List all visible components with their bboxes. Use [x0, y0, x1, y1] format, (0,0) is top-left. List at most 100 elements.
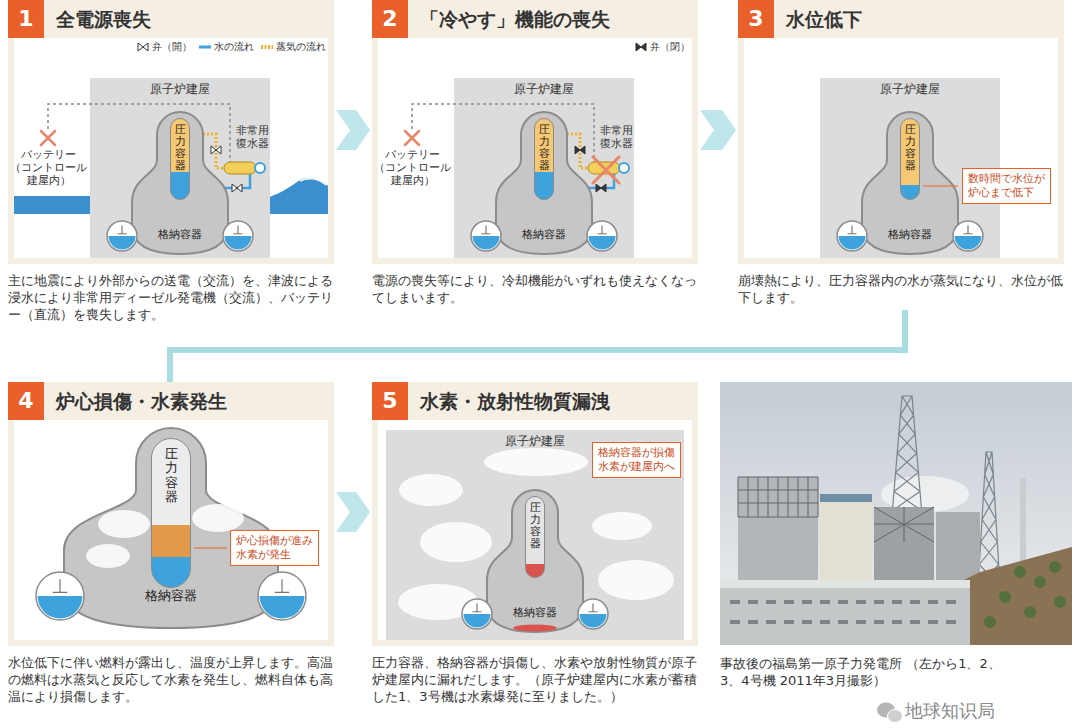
illustration-ground — [744, 38, 1058, 258]
valve-symbol — [232, 184, 242, 192]
legend-item: 水の流れ — [198, 41, 254, 53]
pool-water — [955, 236, 982, 249]
pressure-vessel: 圧力容器 — [151, 438, 191, 588]
containment-label: 格納容器 — [496, 228, 592, 242]
windows — [730, 602, 956, 622]
flow-connector — [336, 110, 370, 150]
step-title: 炉心損傷・水素発生 — [56, 382, 227, 420]
shrub — [1014, 566, 1026, 578]
containment-vessel: 格納容器圧力容器 — [487, 490, 583, 632]
step-number: 4 — [8, 382, 44, 420]
illustration-ground — [14, 420, 328, 640]
hydrogen-cloud — [598, 560, 674, 600]
loss-cross — [41, 131, 55, 145]
valve-symbol — [211, 146, 221, 154]
plant-photo-image — [720, 382, 1072, 645]
pool-nozzle — [848, 226, 857, 234]
pool-nozzle — [964, 226, 973, 234]
containment-vessel: 格納容器圧力容器 — [64, 428, 278, 628]
reactor-building-2 — [820, 494, 872, 587]
loss-cross — [405, 131, 419, 145]
containment-label: 格納容器 — [132, 228, 228, 242]
pool-nozzle — [234, 226, 243, 234]
steam-pipe — [203, 134, 224, 168]
valve-symbol — [575, 146, 585, 154]
water-sample — [199, 46, 211, 49]
hydrogen-cloud — [86, 544, 130, 568]
reactor-building: 原子炉建屋格納容器 圧力容器 非常用 復水器 — [90, 78, 270, 258]
pressure-vessel: 圧力容器 — [900, 118, 920, 200]
steam-pipe — [567, 134, 588, 168]
step-number: 2 — [372, 0, 408, 38]
vessel-label: 圧力容器 — [539, 124, 550, 172]
pool-nozzle — [118, 226, 127, 234]
building-label: 原子炉建屋 — [454, 82, 634, 96]
pool-water — [109, 236, 136, 250]
vessel-label: 圧力容器 — [165, 447, 178, 504]
hydrogen-cloud — [399, 474, 463, 506]
condenser — [224, 162, 256, 174]
condenser-port — [619, 163, 629, 173]
plant-photo: 事故後の福島第一原子力発電所 （左から1、2、3、4号機 2011年3月撮影） — [720, 382, 1072, 691]
step-panel: 5 水素・放射性物質漏洩圧力容器、格納容器が損傷し、水素や放射性物質が原子炉建屋内… — [372, 382, 698, 709]
containment-label: 格納容器 — [862, 228, 958, 242]
pressure-vessel: 圧力容器 — [170, 118, 190, 200]
sky — [720, 382, 1072, 645]
flow-connector — [336, 492, 370, 532]
shrub — [984, 616, 996, 628]
pressure-vessel: 圧力容器 — [525, 496, 545, 578]
step-panel: 1 全電源喪失主に地震により外部からの送電（交流）を、津波による浸水により非常用デ… — [8, 0, 334, 327]
building-wall — [386, 430, 684, 640]
valve-symbol — [596, 184, 606, 192]
callout-text: 格納容器が損傷 水素が建屋内へ — [598, 446, 675, 474]
photo-caption: 事故後の福島第一原子力発電所 （左から1、2、3、4号機 2011年3月撮影） — [720, 655, 1020, 689]
legend-swatch — [634, 42, 648, 52]
legend-item: 弁（閉） — [634, 41, 690, 53]
battery-label: バッテリー （コントロール 建屋内） — [10, 148, 87, 188]
hydrogen-cloud — [592, 512, 652, 540]
vessel-label: 圧力容器 — [530, 502, 541, 550]
shrub — [1034, 576, 1046, 588]
legend-item: 弁（開） — [136, 41, 192, 53]
condenser-label: 非常用 復水器 — [236, 124, 269, 150]
watermark-icon — [888, 710, 903, 723]
panel-ground — [372, 0, 698, 264]
legend: 弁（閉） — [634, 41, 690, 53]
containment-shell — [132, 112, 228, 254]
step-description: 水位低下に伴い燃料が露出し、温度が上昇します。高温の燃料は水蒸気と反応して水素を… — [8, 654, 334, 705]
step-panel: 3水位低下崩壊熱により、圧力容器内の水が蒸気になり、水位が低下します。原子炉建屋… — [738, 0, 1064, 310]
step-description: 圧力容器、格納容器が損傷し、水素や放射性物質が原子炉建屋内に漏れだします。（原子… — [372, 654, 698, 705]
hydrogen-cloud — [420, 522, 492, 562]
water-pipe — [222, 174, 250, 188]
step-description: 主に地震により外部からの送電（交流）を、津波による浸水により非常用ディーゼル発電… — [8, 272, 334, 323]
step-number: 1 — [8, 0, 44, 38]
building-wall — [90, 78, 270, 258]
legend: 弁（開）水の流れ蒸気の流れ — [136, 41, 326, 53]
pool-water — [464, 614, 491, 628]
condenser-label: 非常用 復水器 — [600, 124, 633, 150]
pool-nozzle — [589, 604, 598, 612]
condenser-port — [255, 163, 265, 173]
step-title: 水素・放射性物質漏洩 — [420, 382, 610, 420]
building-label: 原子炉建屋 — [90, 82, 270, 96]
pool-water — [589, 236, 616, 249]
pool-water — [225, 236, 252, 249]
step-description: 電源の喪失等により、冷却機能がいずれも使えなくなってしまいます。 — [372, 272, 698, 306]
pool-water — [260, 596, 305, 619]
suppression-pool — [578, 599, 608, 629]
suppression-pool — [462, 599, 492, 629]
suppression-pool — [223, 221, 253, 251]
step-number: 5 — [372, 382, 408, 420]
containment-vessel: 格納容器圧力容器 — [862, 112, 958, 254]
step-title: 全電源喪失 — [56, 0, 151, 38]
steam-sample — [261, 45, 273, 49]
hydrogen-cloud — [98, 510, 150, 538]
suppression-pool — [107, 221, 137, 251]
containment-shell — [862, 112, 958, 254]
containment-vessel: 格納容器圧力容器 — [496, 112, 592, 254]
foreground-building — [720, 580, 970, 645]
reactor-building-3 — [874, 507, 934, 587]
battery-label: バッテリー （コントロール 建屋内） — [374, 148, 451, 188]
leader-line — [194, 547, 227, 548]
